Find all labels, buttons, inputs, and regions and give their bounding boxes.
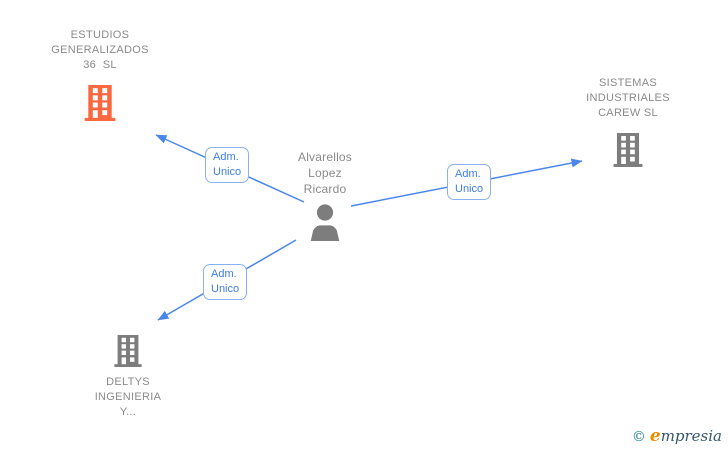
building-icon — [611, 132, 645, 168]
company-node-estudios[interactable]: ESTUDIOS GENERALIZADOS 36 SL — [20, 28, 180, 122]
person-name: Alvarellos Lopez Ricardo — [297, 150, 353, 196]
copyright-icon: © — [631, 429, 646, 445]
building-icon — [112, 333, 144, 369]
person-node-alvarellos[interactable]: Alvarellos Lopez Ricardo — [245, 149, 405, 241]
brand-name: mpresia — [660, 427, 722, 445]
brand-initial: e — [649, 426, 661, 446]
edge-label-adm-unico: Adm. Unico — [447, 164, 492, 200]
company-name: SISTEMAS INDUSTRIALES CAREW SL — [586, 77, 670, 119]
company-node-deltys[interactable]: DELTYS INGENIERIA Y... — [48, 333, 208, 420]
building-icon — [82, 84, 118, 122]
company-node-sistemas[interactable]: SISTEMAS INDUSTRIALES CAREW SL — [548, 76, 708, 168]
company-name: DELTYS INGENIERIA Y... — [94, 376, 162, 418]
edge-label-adm-unico: Adm. Unico — [205, 147, 250, 183]
empresia-logo[interactable]: ©empresia — [632, 426, 722, 446]
person-icon — [305, 203, 345, 241]
company-name: ESTUDIOS GENERALIZADOS 36 SL — [51, 29, 149, 71]
edge-label-adm-unico: Adm. Unico — [203, 264, 248, 300]
